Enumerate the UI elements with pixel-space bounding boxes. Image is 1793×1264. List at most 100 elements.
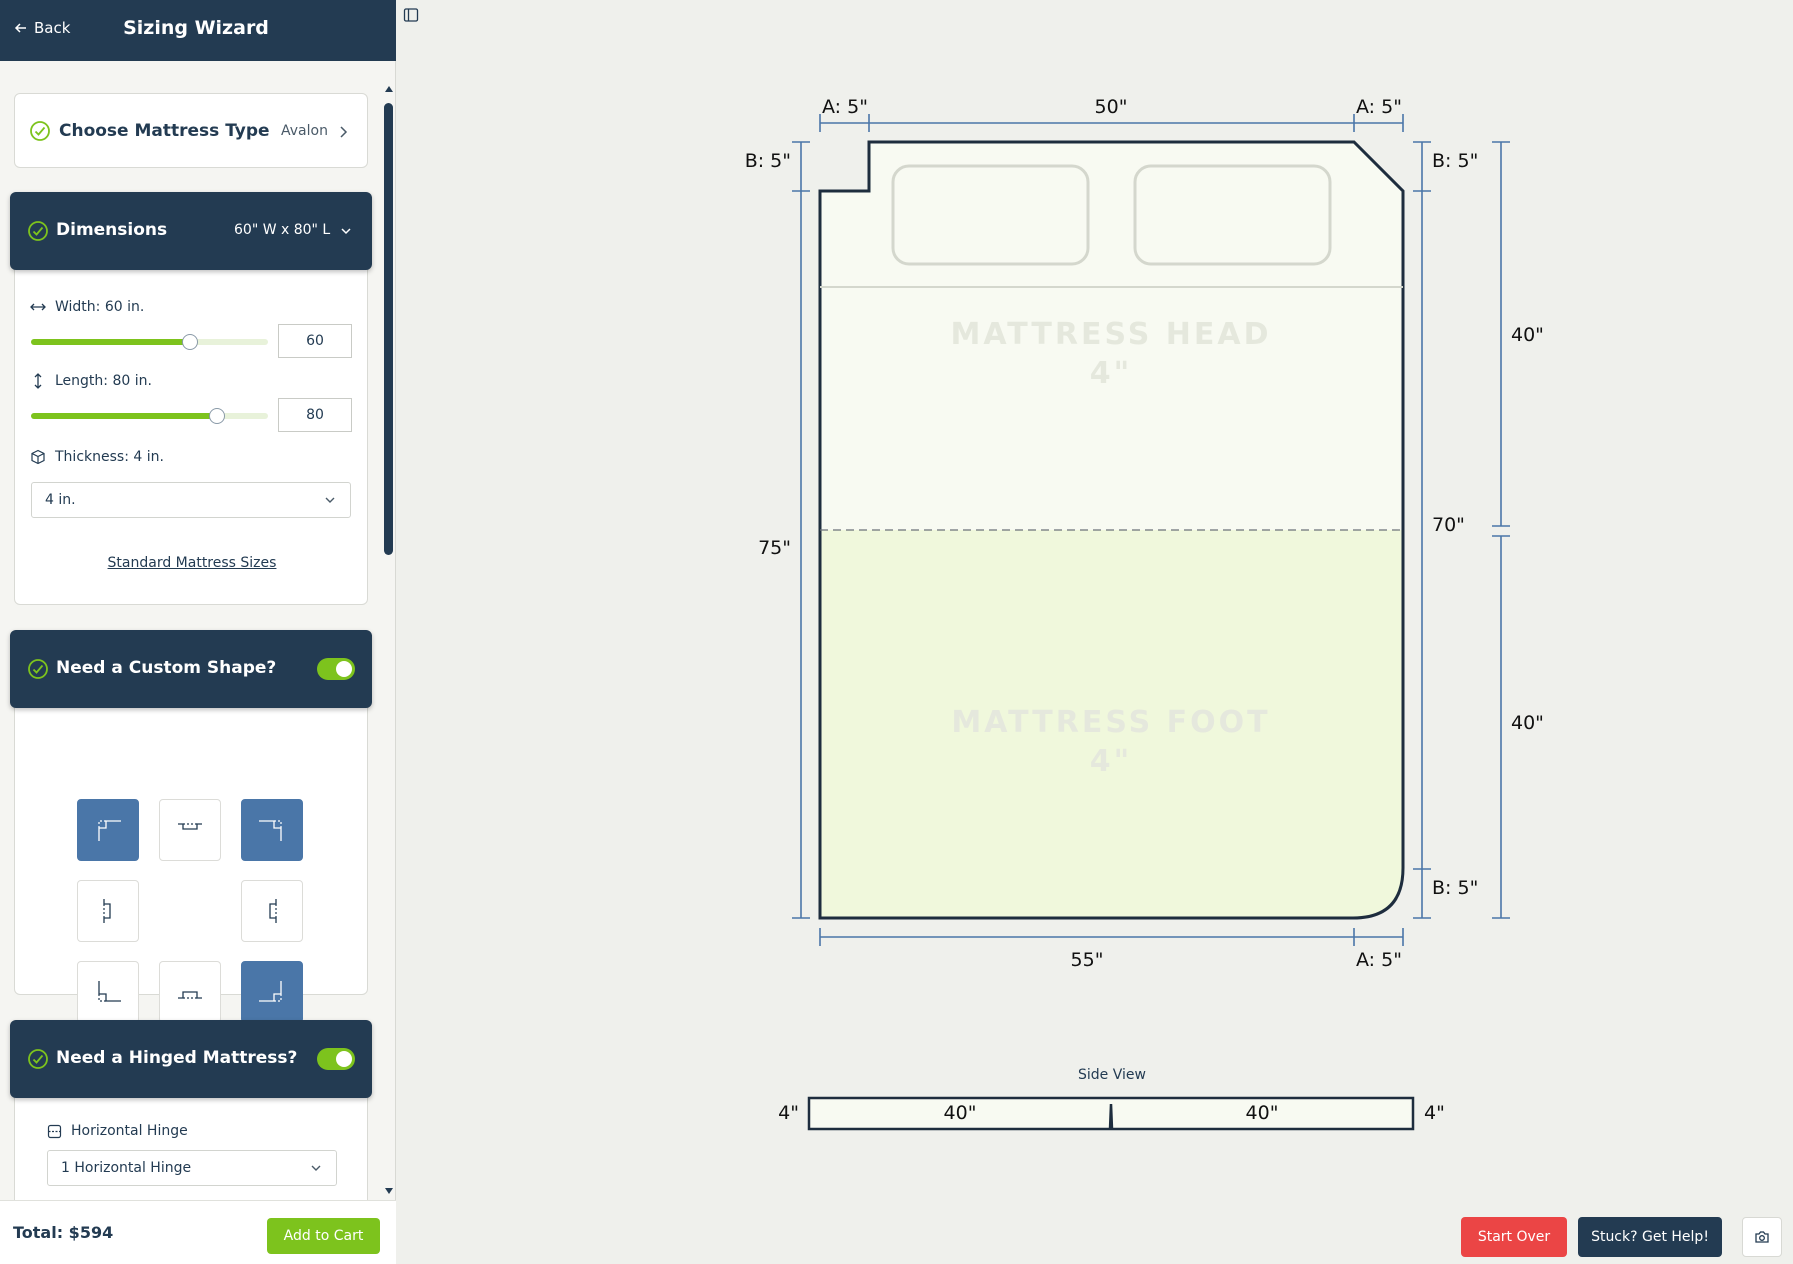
side-view-title: Side View xyxy=(1078,1067,1146,1083)
width-slider[interactable] xyxy=(31,334,268,350)
bottom-a-right-label: A: 5" xyxy=(1356,949,1402,971)
left-b-top-label: B: 5" xyxy=(745,150,791,172)
mattress-foot-thickness: 4" xyxy=(1090,744,1133,779)
top-a-right-label: A: 5" xyxy=(1356,96,1402,118)
shape-right-edge[interactable] xyxy=(241,880,303,942)
mattress-outline xyxy=(818,140,1405,920)
hinged-panel: Horizontal Hinge 1 Horizontal Hinge xyxy=(14,1089,368,1200)
length-input[interactable] xyxy=(278,398,352,432)
dimensions-summary: 60" W x 80" L xyxy=(234,222,331,238)
check-circle-icon xyxy=(28,659,48,679)
shape-top-edge[interactable] xyxy=(159,799,221,861)
start-over-button[interactable]: Start Over xyxy=(1461,1217,1567,1257)
mattress-type-title: Choose Mattress Type xyxy=(59,121,270,141)
length-slider-handle[interactable] xyxy=(209,408,225,424)
edge-notch-left-icon xyxy=(103,899,111,923)
mattress-diagram: MATTRESS HEAD 4" MATTRESS FOOT 4" A: xyxy=(745,96,1544,1131)
hinged-toggle[interactable] xyxy=(317,1048,355,1070)
chevron-down-icon xyxy=(341,228,351,235)
sidebar-scroll-thumb[interactable] xyxy=(384,103,393,555)
custom-shape-step[interactable]: Need a Custom Shape? xyxy=(10,630,372,708)
arrows-vertical-icon xyxy=(34,373,42,389)
shape-left-edge[interactable] xyxy=(77,880,139,942)
corner-notch-top-right-icon xyxy=(259,820,282,841)
hinge-icon xyxy=(47,1124,62,1138)
check-circle-icon xyxy=(30,121,50,141)
thickness-label: Thickness: 4 in. xyxy=(30,449,164,465)
back-button[interactable]: Back xyxy=(14,19,70,37)
corner-notch-top-left-icon xyxy=(98,820,121,841)
right-b-bottom-label: B: 5" xyxy=(1432,877,1478,899)
add-to-cart-button[interactable]: Add to Cart xyxy=(267,1218,380,1254)
mattress-foot-label: MATTRESS FOOT xyxy=(951,705,1270,740)
check-circle-icon xyxy=(28,1049,48,1069)
mattress-type-value: Avalon xyxy=(281,123,328,139)
pillow-left xyxy=(891,164,1090,266)
top-width-label: 50" xyxy=(1095,96,1128,118)
total-price: Total: $594 xyxy=(13,1223,114,1242)
arrow-left-icon xyxy=(14,23,26,33)
dimensions-panel: Width: 60 in. Length: 80 in. Thickness: … xyxy=(14,261,368,605)
left-length-label: 75" xyxy=(758,537,791,559)
length-label: Length: 80 in. xyxy=(30,373,152,389)
camera-icon xyxy=(1755,1231,1769,1243)
shape-bottom-edge[interactable] xyxy=(159,961,221,1023)
width-label: Width: 60 in. xyxy=(30,299,144,315)
chevron-right-icon xyxy=(340,126,348,138)
sidebar-footer: Total: $594 Add to Cart xyxy=(0,1200,396,1264)
right-b-top-label: B: 5" xyxy=(1432,150,1478,172)
sidebar-scrollbar[interactable] xyxy=(382,86,396,1200)
pillow-right xyxy=(1133,164,1332,266)
far-right-bottom-label: 40" xyxy=(1511,712,1544,734)
hinge-type-label: Horizontal Hinge xyxy=(47,1123,188,1139)
edge-notch-right-icon xyxy=(269,899,277,923)
dimensions-step[interactable]: Dimensions 60" W x 80" L xyxy=(10,192,372,270)
scroll-up-icon xyxy=(385,86,393,92)
check-circle-icon xyxy=(28,221,48,241)
custom-shape-title: Need a Custom Shape? xyxy=(56,658,277,678)
edge-notch-top-icon xyxy=(178,823,202,830)
dimensions-title: Dimensions xyxy=(56,220,168,240)
screenshot-button[interactable] xyxy=(1742,1217,1782,1257)
shape-bottom-left-corner[interactable] xyxy=(77,961,139,1023)
standard-sizes-link[interactable]: Standard Mattress Sizes xyxy=(107,555,277,571)
right-length-label: 70" xyxy=(1432,514,1465,536)
chevron-down-icon xyxy=(325,497,335,503)
edge-notch-bottom-icon xyxy=(178,991,202,999)
shape-bottom-right-corner[interactable] xyxy=(241,961,303,1023)
thickness-select[interactable]: 4 in. xyxy=(31,482,351,518)
wizard-steps: Choose Mattress Type Avalon Width: 60 in… xyxy=(0,61,396,1200)
side-left-length: 40" xyxy=(944,1102,977,1124)
length-slider[interactable] xyxy=(31,408,268,424)
side-right-length: 40" xyxy=(1246,1102,1279,1124)
width-input[interactable] xyxy=(278,324,352,358)
top-a-left-label: A: 5" xyxy=(822,96,868,118)
scroll-down-icon xyxy=(385,1188,393,1194)
bottom-width-label: 55" xyxy=(1071,949,1104,971)
mattress-foot-zone xyxy=(820,530,1403,918)
mattress-head-label: MATTRESS HEAD xyxy=(951,317,1272,352)
mattress-type-step[interactable]: Choose Mattress Type Avalon xyxy=(14,93,368,168)
dimension-lines xyxy=(792,114,1510,946)
corner-notch-bottom-left-icon xyxy=(98,981,121,1002)
sidebar: Back Sizing Wizard Choose Mattress Type … xyxy=(0,0,396,1264)
sidebar-toggle-icon[interactable] xyxy=(403,7,419,23)
hinged-title: Need a Hinged Mattress? xyxy=(56,1048,298,1068)
cube-icon xyxy=(31,449,45,465)
hinge-select[interactable]: 1 Horizontal Hinge xyxy=(47,1150,337,1186)
width-slider-handle[interactable] xyxy=(182,334,198,350)
custom-shape-toggle[interactable] xyxy=(317,658,355,680)
side-right-thickness: 4" xyxy=(1424,1102,1445,1124)
shape-top-left-corner[interactable] xyxy=(77,799,139,861)
chevron-down-icon xyxy=(311,1165,321,1171)
shape-top-right-corner[interactable] xyxy=(241,799,303,861)
hinged-step[interactable]: Need a Hinged Mattress? xyxy=(10,1020,372,1098)
custom-shape-panel xyxy=(14,699,368,1023)
wizard-title: Sizing Wizard xyxy=(123,17,269,39)
mattress-head-thickness: 4" xyxy=(1090,356,1133,391)
corner-notch-bottom-right-icon xyxy=(259,981,282,1002)
back-label: Back xyxy=(34,19,71,37)
get-help-button[interactable]: Stuck? Get Help! xyxy=(1578,1217,1722,1257)
far-right-top-label: 40" xyxy=(1511,324,1544,346)
wizard-header: Back Sizing Wizard xyxy=(0,0,396,61)
